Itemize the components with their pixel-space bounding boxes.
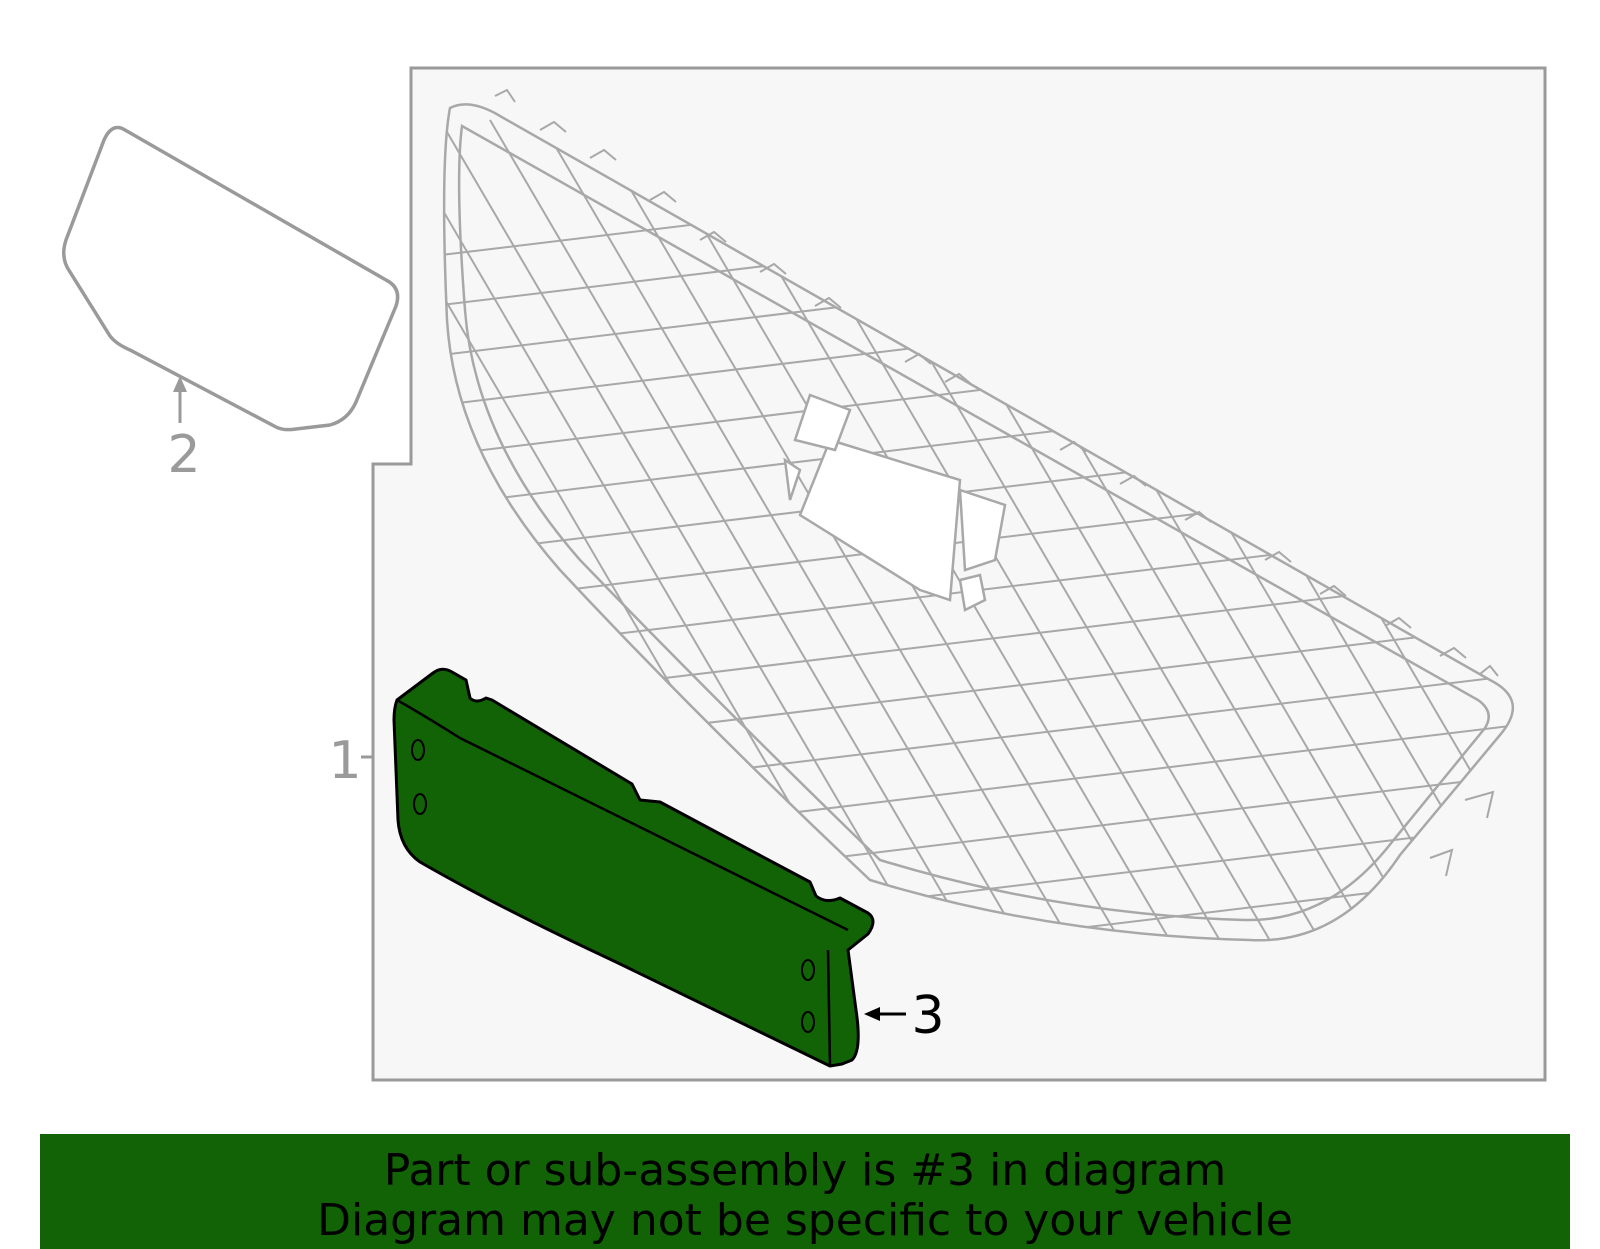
mounting-hole — [413, 793, 427, 815]
banner-line-2: Diagram may not be specific to your vehi… — [317, 1195, 1293, 1246]
emblem-mount — [783, 393, 1007, 612]
grille-mount-tabs — [494, 88, 1499, 877]
mounting-hole — [801, 1011, 815, 1033]
part-2-leader-arrow — [173, 376, 187, 423]
mounting-hole — [411, 739, 425, 761]
banner-line-1: Part or sub-assembly is #3 in diagram — [383, 1145, 1227, 1196]
part-3-leader-arrow — [864, 1007, 906, 1021]
part-3-license-bracket — [392, 667, 875, 1068]
callout-3: 3 — [911, 986, 944, 1046]
callout-1: 1 — [328, 731, 361, 791]
callout-2: 2 — [167, 425, 200, 485]
mounting-hole — [801, 959, 815, 981]
info-banner: Part or sub-assembly is #3 in diagram Di… — [40, 1134, 1570, 1249]
part-2-emblem-cover — [62, 125, 400, 432]
